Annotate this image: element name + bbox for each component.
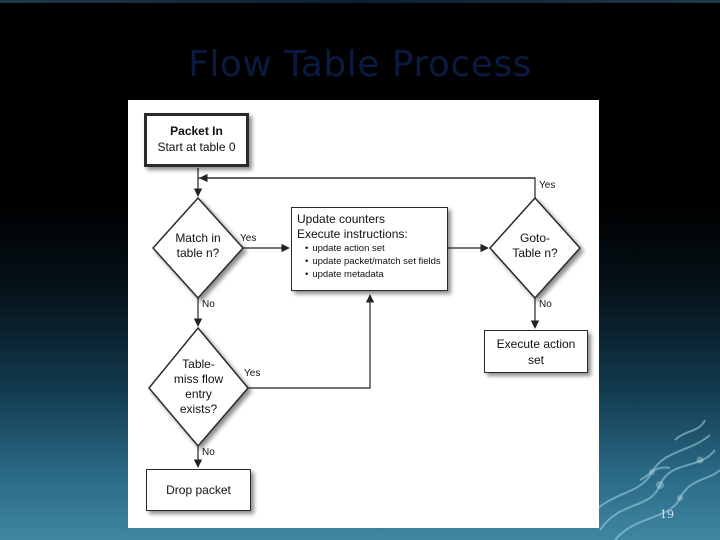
top-rule: [0, 0, 720, 3]
execute-line: set: [527, 353, 544, 367]
goto-decision-line: Goto-: [519, 231, 550, 245]
goto-decision-line: Table n?: [512, 246, 558, 260]
drop-box: Drop packet: [146, 469, 251, 511]
miss-decision-line: entry: [185, 387, 212, 401]
update-line: Update counters: [297, 212, 386, 226]
miss-decision-line: miss flow: [173, 372, 224, 386]
dragon-decoration: [589, 419, 720, 540]
goto-decision-label: Goto- Table n?: [490, 231, 580, 261]
edge-miss-yes: [248, 294, 375, 389]
miss-decision-label: Table- miss flow entry exists?: [149, 357, 248, 417]
miss-decision-line: Table-: [182, 357, 215, 371]
edge-goto-yes-loop: [198, 177, 536, 198]
start-box: Packet In Start at table 0: [144, 113, 249, 167]
edge-label-miss-yes: Yes: [244, 368, 261, 379]
edge-label-miss-no: No: [202, 447, 215, 458]
start-title: Packet In: [170, 124, 223, 138]
update-box: Update counters Execute instructions: up…: [291, 207, 448, 291]
match-decision-label: Match in table n?: [153, 231, 243, 261]
edge-label-goto-no: No: [539, 299, 552, 310]
update-line: Execute instructions:: [297, 227, 408, 241]
flowchart-connectors: [148, 168, 582, 468]
slide-page-number: 19: [660, 508, 674, 521]
flowchart-panel: Packet In Start at table 0 Match in tabl…: [128, 100, 599, 528]
execute-box: Execute action set: [484, 330, 588, 373]
start-subtitle: Start at table 0: [157, 140, 236, 154]
update-bullet: update metadata: [297, 268, 447, 281]
update-bullet: update action set: [297, 242, 447, 255]
update-bullet: update packet/match set fields: [297, 255, 447, 268]
edge-label-goto-yes: Yes: [539, 180, 556, 191]
match-decision-line: Match in: [175, 231, 221, 245]
slide-title: Flow Table Process: [188, 44, 532, 85]
execute-line: Execute action: [496, 337, 576, 351]
edge-label-match-yes: Yes: [240, 233, 257, 244]
miss-decision-line: exists?: [179, 402, 218, 416]
edge-label-match-no: No: [202, 299, 215, 310]
match-decision-line: table n?: [176, 246, 220, 260]
